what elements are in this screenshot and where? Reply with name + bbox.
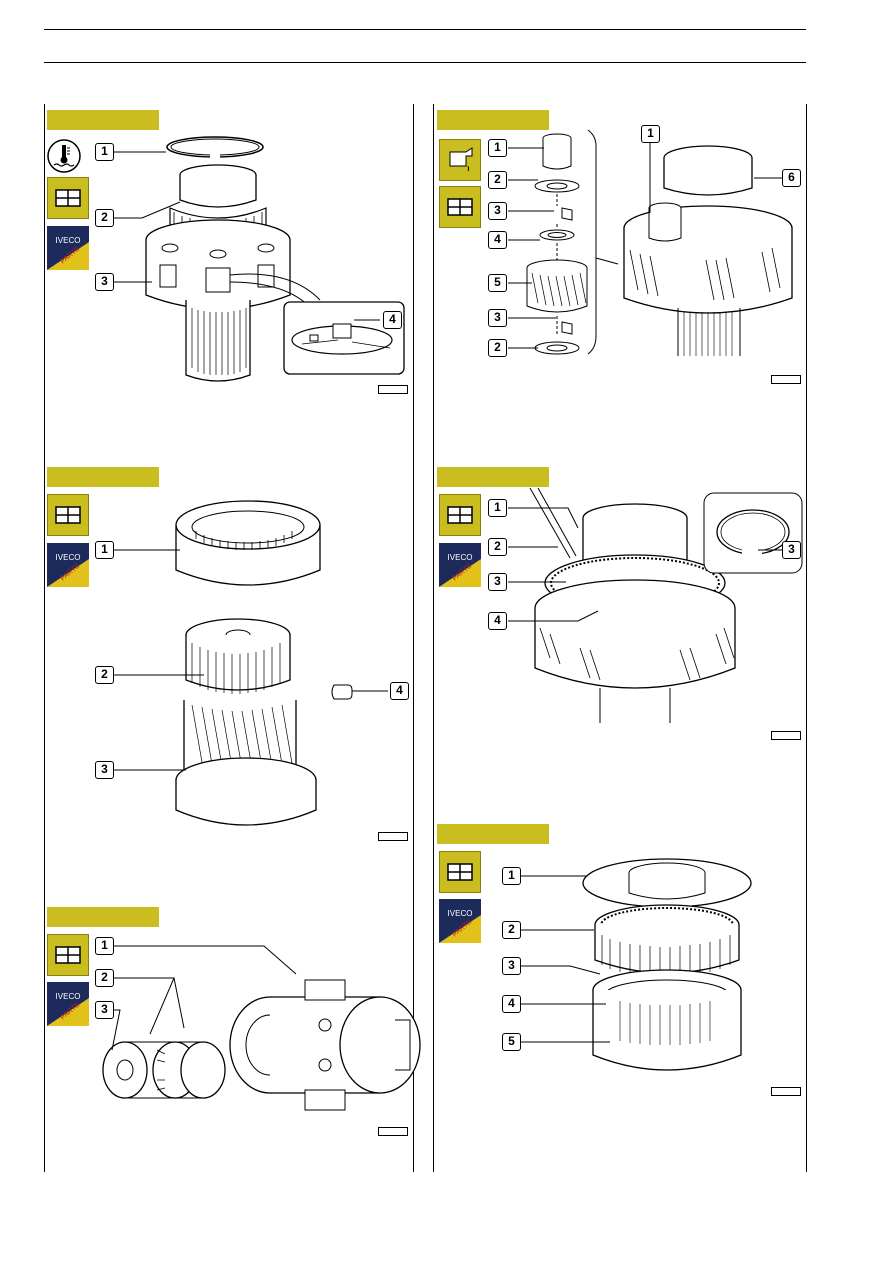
callout-4: 4	[390, 682, 409, 700]
callout-3: 3	[95, 761, 114, 779]
callout-4: 4	[502, 995, 521, 1013]
callout-6: 6	[782, 169, 801, 187]
callout-4: 4	[488, 612, 507, 630]
callout-4: 4	[488, 231, 507, 249]
callout-2: 2	[488, 171, 507, 189]
figure-number-box	[378, 832, 408, 841]
figure-number-box	[378, 385, 408, 394]
callout-2: 2	[95, 969, 114, 987]
header-rule-top	[44, 29, 806, 30]
column-rule-left	[44, 104, 45, 1172]
figure-4-header-bar	[437, 467, 549, 487]
tool-grid-icon	[439, 186, 481, 228]
callout-3: 3	[502, 957, 521, 975]
column-rule-mid-right	[433, 104, 434, 1172]
figure-4-drawing	[529, 487, 803, 723]
figure-number-box	[771, 375, 801, 384]
callout-4: 4	[383, 311, 402, 329]
column-rule-right	[806, 104, 807, 1172]
callout-1: 1	[641, 125, 660, 143]
figure-3-header-bar	[47, 467, 159, 487]
figure-number-box	[771, 1087, 801, 1096]
figure-6-header-bar	[437, 824, 549, 844]
tool-grid-icon	[47, 177, 89, 219]
figure-1-header-bar	[47, 110, 159, 130]
callout-1: 1	[502, 867, 521, 885]
figure-5-header-bar	[47, 907, 159, 927]
tool-grid-icon	[47, 494, 89, 536]
figure-number-box	[378, 1127, 408, 1136]
callout-1: 1	[95, 937, 114, 955]
callout-2: 2	[488, 339, 507, 357]
figure-2-header-bar	[437, 110, 549, 130]
callout-5: 5	[488, 274, 507, 292]
callout-2: 2	[95, 209, 114, 227]
callout-3: 3	[488, 309, 507, 327]
tool-grid-icon	[439, 851, 481, 893]
callout-2: 2	[502, 921, 521, 939]
figure-3-drawing	[175, 500, 353, 826]
callout-1: 1	[95, 541, 114, 559]
figure-number-box	[771, 731, 801, 740]
thermometer-icon	[47, 139, 81, 173]
figure-2-drawing	[526, 129, 793, 356]
callout-3: 3	[95, 1001, 114, 1019]
callout-5: 5	[502, 1033, 521, 1051]
callout-3: 3	[95, 273, 114, 291]
header-rule-bottom	[44, 62, 806, 63]
tool-grid-icon	[47, 934, 89, 976]
callout-2: 2	[95, 666, 114, 684]
figure-6-drawing	[582, 858, 752, 1071]
tool-grid-icon	[439, 494, 481, 536]
callout-2: 2	[488, 538, 507, 556]
callout-1: 1	[488, 499, 507, 517]
callout-3: 3	[782, 541, 801, 559]
callout-1: 1	[488, 139, 507, 157]
callout-3: 3	[488, 573, 507, 591]
oil-can-icon	[439, 139, 481, 181]
callout-3: 3	[488, 202, 507, 220]
figure-5-drawing	[102, 979, 421, 1111]
column-rule-mid-left	[413, 104, 414, 1172]
callout-1: 1	[95, 143, 114, 161]
